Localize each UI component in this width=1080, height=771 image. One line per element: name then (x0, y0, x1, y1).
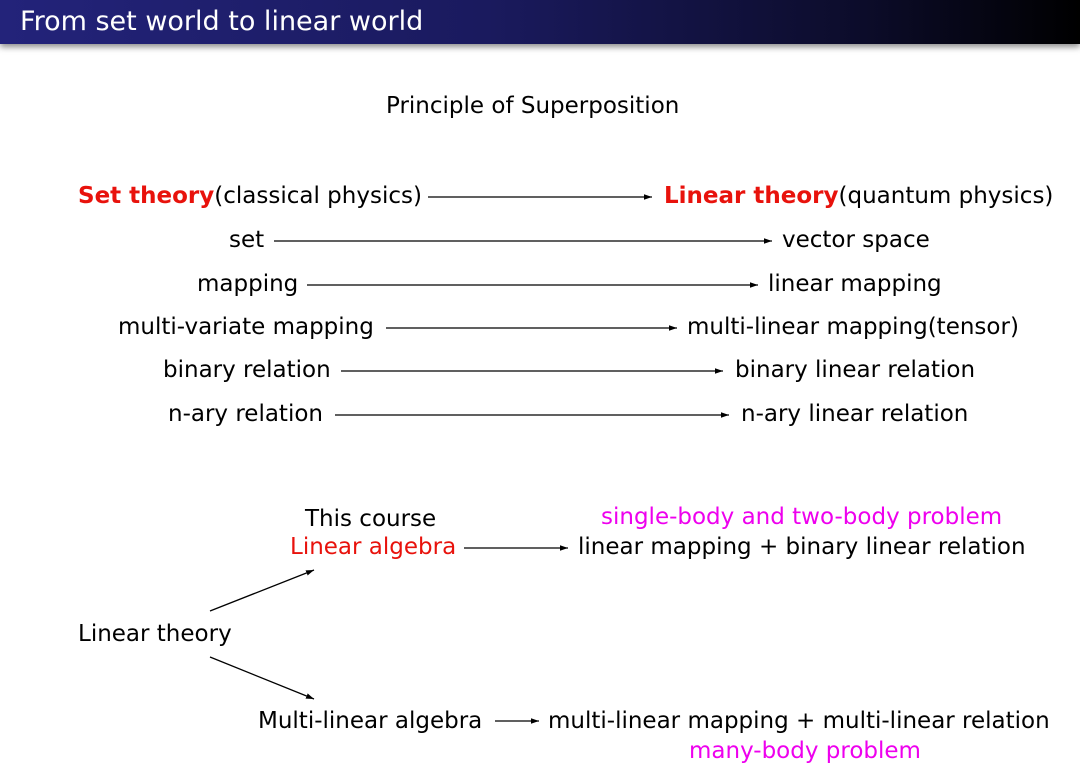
quantum-physics-label: (quantum physics) (838, 183, 1054, 209)
classical-physics-label: (classical physics) (214, 183, 422, 209)
many-body-note: many-body problem (689, 738, 921, 764)
row-5-left: n-ary relation (168, 401, 323, 427)
linear-theory-root: Linear theory (78, 621, 232, 647)
linear-theory-label: Linear theory (664, 183, 839, 209)
multilinear-algebra-result: multi-linear mapping + multi-linear rela… (548, 708, 1050, 734)
row-4-left: binary relation (163, 357, 331, 383)
row-0-left: Set theory(classical physics) (78, 182, 422, 210)
row-2-left: mapping (197, 271, 299, 297)
row-1-left: set (229, 227, 265, 253)
linear-algebra-result: linear mapping + binary linear relation (578, 534, 1026, 560)
set-theory-label: Set theory (78, 183, 215, 209)
row-1-right: vector space (782, 227, 930, 253)
row-3-right: multi-linear mapping(tensor) (687, 314, 1019, 340)
row-5-right: n-ary linear relation (741, 401, 969, 427)
arrow-to-linear-algebra (209, 569, 315, 612)
slide-title: From set world to linear world (20, 6, 424, 37)
row-2-right: linear mapping (768, 271, 942, 297)
multilinear-algebra-label: Multi-linear algebra (258, 708, 483, 734)
row-0-right: Linear theory(quantum physics) (664, 182, 1053, 210)
linear-algebra-label: Linear algebra (290, 534, 457, 560)
arrow-to-multilinear-algebra (209, 656, 315, 700)
principle-heading: Principle of Superposition (386, 93, 680, 119)
course-label: This course (305, 506, 437, 532)
slide-title-bar: From set world to linear world (0, 0, 1080, 44)
row-4-right: binary linear relation (735, 357, 976, 383)
row-3-left: multi-variate mapping (118, 314, 374, 340)
two-body-note: single-body and two-body problem (601, 504, 1003, 530)
